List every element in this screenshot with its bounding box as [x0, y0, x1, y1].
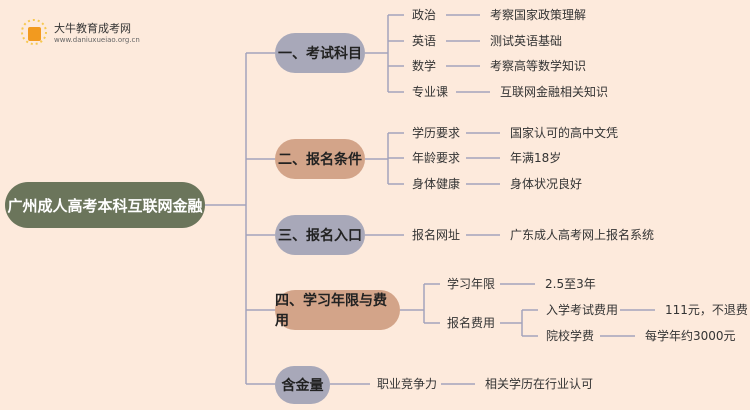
leaf-key: 政治: [412, 8, 437, 22]
leaf-value: 互联网金融相关知识: [500, 85, 609, 99]
leaf-key: 报名费用: [447, 316, 496, 330]
leaf-key: 身体健康: [412, 177, 461, 191]
leaf-value: 考察国家政策理解: [490, 8, 587, 22]
leaf-value: 2.5至3年: [545, 277, 596, 291]
leaf-key: 学历要求: [412, 126, 461, 140]
logo-name: 大牛教育成考网: [54, 22, 131, 35]
leaf-value: 身体状况良好: [510, 177, 583, 191]
leaf-value: 测试英语基础: [490, 34, 563, 48]
leaf-key: 入学考试费用: [546, 303, 619, 317]
leaf-key: 专业课: [412, 85, 449, 99]
branch-requirements[interactable]: 二、报名条件: [275, 139, 365, 179]
leaf-key: 报名网址: [412, 228, 461, 242]
branch-entry[interactable]: 三、报名入口: [275, 215, 365, 255]
leaf-value: 111元，不退费: [665, 303, 748, 317]
branch-exam-subjects[interactable]: 一、考试科目: [275, 33, 365, 73]
book-logo-icon: [21, 19, 47, 45]
leaf-key: 英语: [412, 34, 437, 48]
leaf-value: 相关学历在行业认可: [485, 377, 594, 391]
leaf-key: 职业竞争力: [377, 377, 438, 391]
leaf-key: 学习年限: [447, 277, 496, 291]
logo-url: www.daniuxueiao.org.cn: [54, 36, 140, 44]
root-node[interactable]: 广州成人高考本科互联网金融: [5, 182, 205, 228]
leaf-value: 国家认可的高中文凭: [510, 126, 619, 140]
branch-value[interactable]: 含金量: [275, 366, 330, 404]
leaf-value: 每学年约3000元: [645, 329, 736, 343]
leaf-value: 考察高等数学知识: [490, 59, 587, 73]
leaf-key: 年龄要求: [412, 151, 461, 165]
leaf-value: 年满18岁: [510, 151, 562, 165]
leaf-key: 院校学费: [546, 329, 595, 343]
branch-duration-fees[interactable]: 四、学习年限与费用: [275, 290, 400, 330]
leaf-value: 广东成人高考网上报名系统: [510, 228, 655, 242]
leaf-key: 数学: [412, 59, 437, 73]
